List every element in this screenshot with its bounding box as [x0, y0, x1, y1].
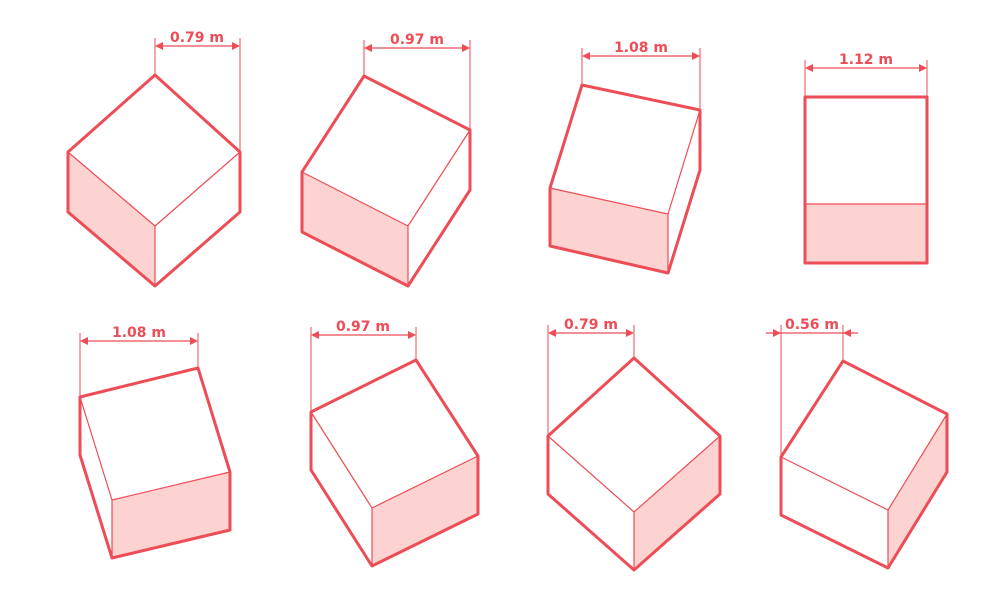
box-3: 1.08 m — [548, 40, 702, 275]
box-1: 0.79 m — [66, 30, 242, 288]
box-4-width-label: 1.12 m — [839, 52, 893, 68]
box-7-shaded-face — [634, 436, 720, 570]
box-7: 0.79 m — [546, 317, 722, 572]
box-2-width-label: 0.97 m — [390, 32, 444, 48]
box-8-width-label: 0.56 m — [785, 317, 839, 333]
box-2-shaded-face — [302, 172, 408, 286]
box-6: 0.97 m — [309, 319, 480, 568]
box-1-width-label: 0.79 m — [170, 30, 224, 46]
box-4: 1.12 m — [803, 52, 929, 265]
box-4-dimension: 1.12 m — [804, 52, 928, 97]
box-6-shaded-face — [372, 456, 478, 566]
box-8-dimension: 0.56 m — [766, 317, 858, 457]
box-3-dimension: 1.08 m — [581, 40, 701, 110]
box-4-shaded-face — [805, 204, 927, 263]
box-6-width-label: 0.97 m — [336, 319, 390, 335]
box-7-dimension: 0.79 m — [547, 317, 635, 436]
box-6-dimension: 0.97 m — [310, 319, 417, 412]
box-1-dimension: 0.79 m — [154, 30, 241, 152]
box-2-dimension: 0.97 m — [363, 32, 471, 130]
box-8: 0.56 m — [766, 317, 949, 570]
box-3-width-label: 1.08 m — [614, 40, 668, 56]
box-1-shaded-face — [68, 152, 155, 286]
box-2: 0.97 m — [300, 32, 472, 288]
box-5-width-label: 1.08 m — [112, 325, 166, 341]
box-5: 1.08 m — [78, 325, 232, 560]
box-7-width-label: 0.79 m — [564, 317, 618, 333]
box-5-dimension: 1.08 m — [79, 325, 199, 397]
box-8-shaded-face — [888, 414, 947, 568]
box-4-outline — [803, 95, 929, 265]
